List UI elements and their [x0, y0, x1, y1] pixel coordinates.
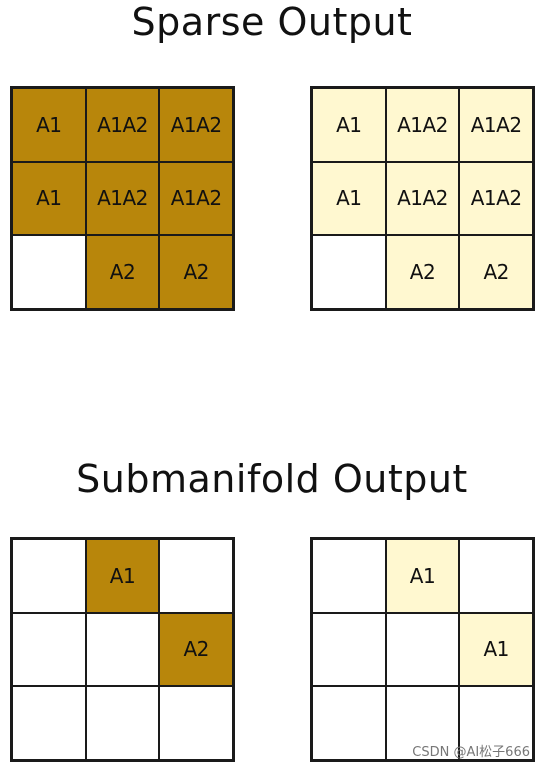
grid-cell: A2 — [459, 235, 533, 309]
grid-cell — [12, 612, 86, 687]
grid-cell: A1A2 — [385, 88, 460, 162]
watermark: CSDN @AI松子666 — [412, 745, 530, 760]
submanifold-output-title: Submanifold Output — [76, 457, 468, 501]
grid-cell: A1 — [12, 161, 86, 236]
grid-cell: A1A2 — [459, 161, 533, 236]
grid-cell — [459, 539, 533, 613]
grid-cell — [12, 539, 86, 613]
grid-cell — [12, 235, 86, 309]
grid-cell — [312, 612, 386, 687]
grid-cell — [12, 686, 86, 760]
grid-cell — [385, 612, 460, 687]
grid-cell — [85, 612, 160, 687]
grid-cell: A2 — [159, 235, 233, 309]
grid-cell: A1A2 — [159, 161, 233, 236]
grid-cell: A1A2 — [159, 88, 233, 162]
grid-cell — [312, 686, 386, 760]
grid-cell: A2 — [85, 235, 160, 309]
grid-cell: A1 — [459, 612, 533, 687]
grid-cell: A1A2 — [85, 88, 160, 162]
grid-cell — [312, 235, 386, 309]
grid-cell: A2 — [159, 612, 233, 687]
grid-cell: A1A2 — [459, 88, 533, 162]
grid-cell — [459, 686, 533, 760]
grid-cell: A1A2 — [385, 161, 460, 236]
grid-cell: A1 — [312, 88, 386, 162]
grid-cell: A1 — [385, 539, 460, 613]
grid-cell — [159, 539, 233, 613]
grid-cell — [312, 539, 386, 613]
grid-cell — [159, 686, 233, 760]
grid-cell: A1 — [85, 539, 160, 613]
grid-cell: A2 — [385, 235, 460, 309]
grid-cell: A1 — [12, 88, 86, 162]
grid-cell: A1A2 — [85, 161, 160, 236]
grid-cell — [85, 686, 160, 760]
sparse-output-title: Sparse Output — [131, 0, 413, 44]
grid-cell — [385, 686, 460, 760]
grid-cell: A1 — [312, 161, 386, 236]
